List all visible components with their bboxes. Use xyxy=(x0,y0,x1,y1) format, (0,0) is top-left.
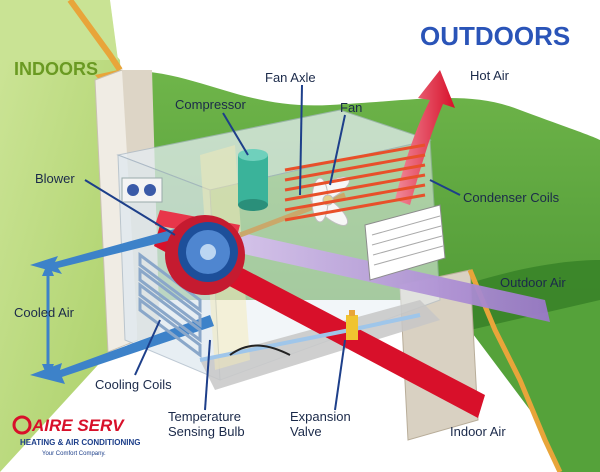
cooled-air-arrow-top xyxy=(30,222,204,274)
outdoor-wall-edge xyxy=(467,269,563,472)
hot-air-arrow xyxy=(395,70,455,205)
label-blower: Blower xyxy=(35,171,75,186)
indoor-ground xyxy=(0,0,118,60)
condenser-grille xyxy=(364,204,446,281)
condenser-coils xyxy=(284,143,426,222)
control-knob-1 xyxy=(127,184,139,196)
outdoors-heading: OUTDOORS xyxy=(420,21,570,51)
cooled-air-arrowhead-down xyxy=(42,364,54,378)
compressor xyxy=(238,149,268,211)
label-hot-air: Hot Air xyxy=(470,68,510,83)
label-outdoor-air: Outdoor Air xyxy=(500,275,566,290)
cooled-air-arrowhead-up xyxy=(42,262,54,276)
label-cooling-coils: Cooling Coils xyxy=(95,377,172,392)
label-fan-axle: Fan Axle xyxy=(265,70,316,85)
label-cooled-air: Cooled Air xyxy=(14,305,75,320)
cooling-coils xyxy=(138,252,202,358)
label-expansion-valve-2: Valve xyxy=(290,424,322,439)
logo-tagline: Your Comfort Company. xyxy=(42,451,106,457)
label-indoor-air: Indoor Air xyxy=(450,424,506,439)
expansion-valve xyxy=(346,310,358,340)
indoors-heading: INDOORS xyxy=(14,59,98,79)
label-fan: Fan xyxy=(340,100,362,115)
aire-serv-logo: AIRE SERV HEATING & AIR CONDITIONING You… xyxy=(12,415,140,457)
control-knob-2 xyxy=(144,184,156,196)
label-condenser-coils: Condenser Coils xyxy=(463,190,560,205)
logo-subtitle: HEATING & AIR CONDITIONING xyxy=(20,438,140,447)
logo-brand: AIRE SERV xyxy=(31,416,125,435)
label-expansion-valve-1: Expansion xyxy=(290,409,351,424)
logo-swirl-icon xyxy=(12,415,32,435)
label-compressor: Compressor xyxy=(175,97,246,112)
wall-edge xyxy=(67,0,123,72)
sensing-bulb-line xyxy=(229,344,291,356)
pointer-lines xyxy=(84,84,461,411)
label-temperature-sensing-bulb-2: Sensing Bulb xyxy=(168,424,245,439)
label-temperature-sensing-bulb-1: Temperature xyxy=(168,409,241,424)
blower-wheel xyxy=(165,215,245,295)
